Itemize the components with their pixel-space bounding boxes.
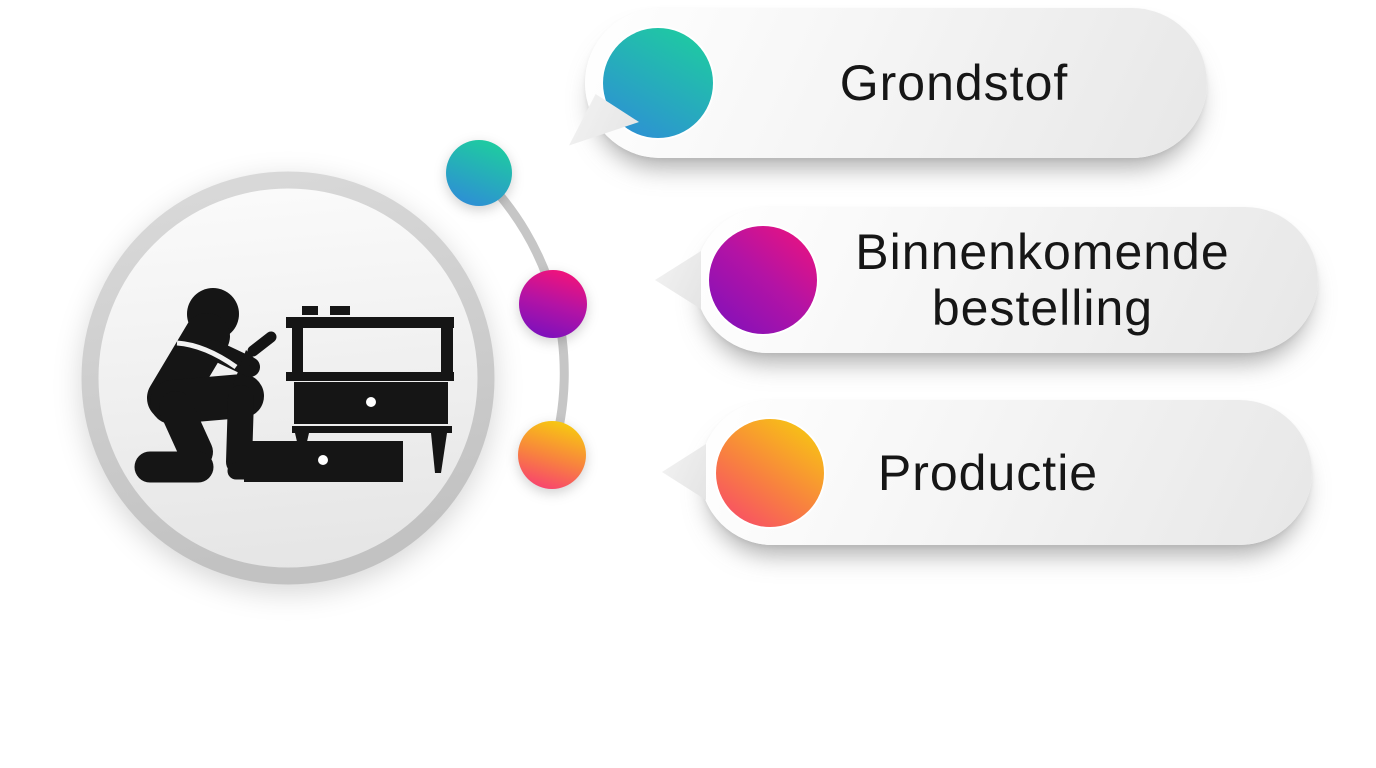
step-dot-binnenkomende-bestelling — [519, 270, 587, 338]
step-dot-grondstof — [446, 140, 512, 206]
binnenkomende-bestelling-circle-icon — [709, 226, 817, 334]
assembly-circle-badge — [81, 171, 495, 585]
productie-circle-icon — [716, 418, 824, 527]
step-label-binnenkomende-bestelling: Binnenkomende bestelling — [855, 224, 1230, 336]
person-assembling-furniture-icon — [134, 288, 454, 483]
step-card-binnenkomende-bestelling: Binnenkomende bestelling — [655, 207, 1318, 353]
step-label-grondstof: Grondstof — [839, 55, 1069, 111]
step-card-productie: Productie — [662, 400, 1312, 545]
step-label-productie: Productie — [877, 444, 1099, 501]
step-card-grondstof: Grondstof — [569, 8, 1207, 158]
step-dot-productie — [518, 421, 586, 489]
